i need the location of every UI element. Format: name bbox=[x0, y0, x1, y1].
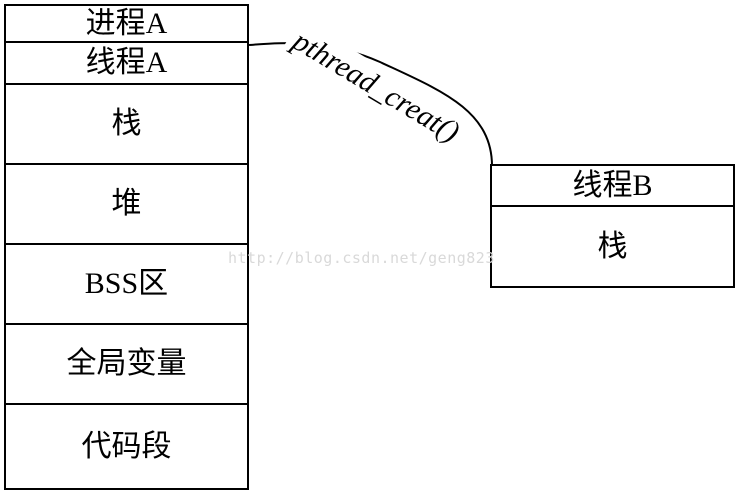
process-a-memory-stack: 进程A 线程A 栈 堆 BSS区 全局变量 代码段 bbox=[4, 4, 249, 490]
stack-segment-b: 栈 bbox=[597, 229, 628, 263]
connector-label-bg bbox=[281, 18, 473, 154]
heap-segment: 堆 bbox=[6, 165, 247, 245]
process-a-header: 进程A bbox=[6, 6, 247, 43]
code-segment: 代码段 bbox=[81, 429, 172, 463]
thread-b-header: 线程B bbox=[492, 166, 733, 207]
connector-label-group: pthread_creat() bbox=[281, 18, 473, 154]
global-variables-segment: 全局变量 bbox=[6, 325, 247, 405]
thread-b-memory-stack: 线程B 栈 bbox=[490, 164, 735, 288]
connector-label: pthread_creat() bbox=[286, 23, 466, 149]
thread-a-header: 线程A bbox=[6, 43, 247, 85]
bss-segment: BSS区 bbox=[6, 245, 247, 325]
watermark-text: http://blog.csdn.net/geng823 bbox=[228, 249, 495, 267]
stack-segment-a: 栈 bbox=[6, 85, 247, 165]
